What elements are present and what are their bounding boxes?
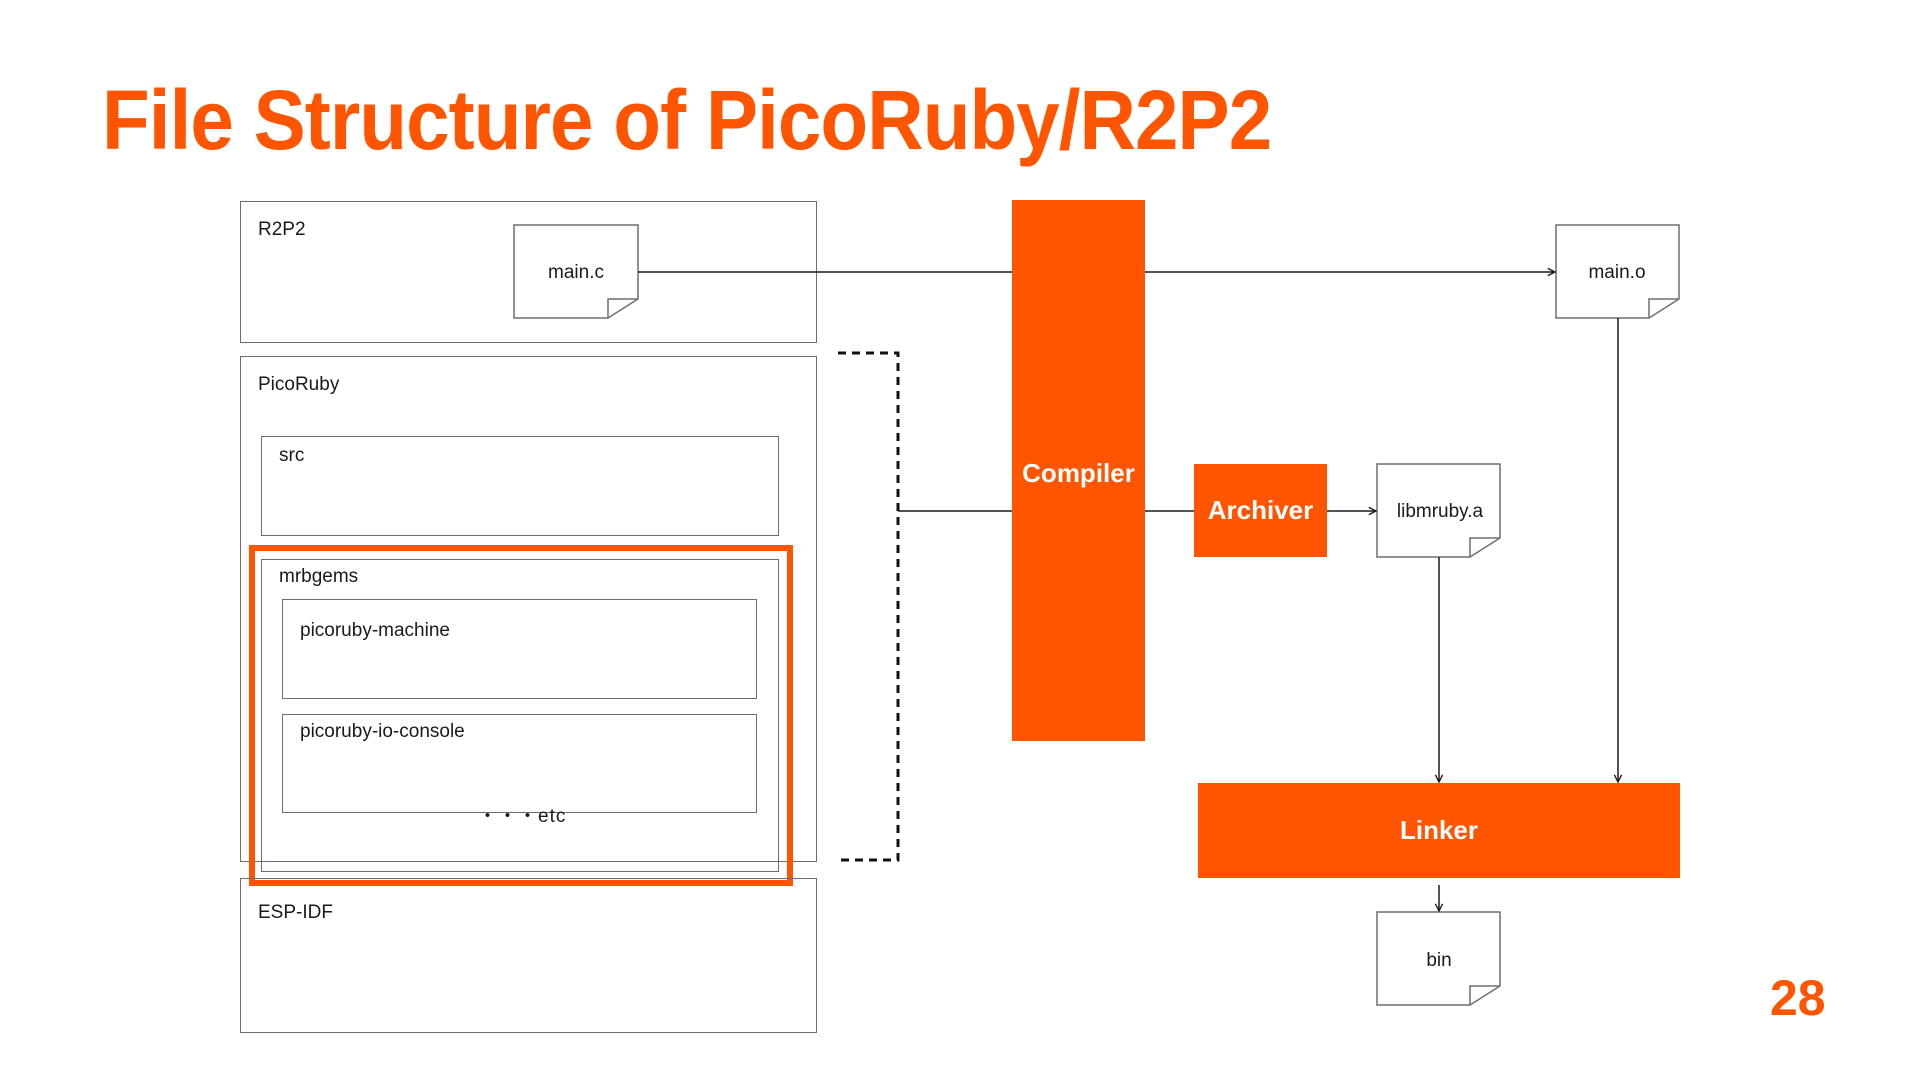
main-c-label: main.c bbox=[548, 262, 604, 283]
mrbgem-item bbox=[282, 599, 757, 699]
esp-idf-label: ESP-IDF bbox=[258, 902, 333, 923]
src-folder bbox=[261, 436, 779, 536]
linker-block: Linker bbox=[1198, 783, 1680, 878]
main-c-file-icon bbox=[513, 224, 639, 319]
esp-idf-folder bbox=[240, 878, 817, 1033]
compiler-label: Compiler bbox=[1022, 458, 1135, 488]
mrbgem-item-label: picoruby-machine bbox=[300, 620, 450, 641]
bin-file-icon bbox=[1376, 911, 1501, 1006]
mrbgems-more-label: ・・・etc bbox=[478, 806, 567, 827]
main-o-file-icon bbox=[1555, 224, 1680, 319]
archiver-block: Archiver bbox=[1194, 464, 1327, 557]
linker-label: Linker bbox=[1399, 815, 1479, 845]
libmruby-label: libmruby.a bbox=[1397, 501, 1484, 522]
libmruby-file-icon bbox=[1376, 463, 1501, 558]
compiler-block: Compiler bbox=[1012, 200, 1145, 741]
picoruby-label: PicoRuby bbox=[258, 374, 340, 395]
mrbgems-label: mrbgems bbox=[279, 566, 359, 587]
picoruby-bracket bbox=[838, 351, 900, 862]
archiver-label: Archiver bbox=[1207, 495, 1314, 525]
r2p2-label: R2P2 bbox=[258, 219, 306, 240]
page-number: 28 bbox=[1770, 970, 1826, 1026]
mrbgem-item bbox=[282, 714, 757, 813]
mrbgems-folder bbox=[261, 559, 779, 872]
picoruby-folder bbox=[240, 356, 817, 862]
src-label: src bbox=[279, 445, 305, 466]
slide-title: File Structure of PicoRuby/R2P2 bbox=[102, 73, 1272, 167]
mrbgems-highlight bbox=[249, 545, 793, 886]
main-o-label: main.o bbox=[1588, 262, 1645, 283]
bin-label: bin bbox=[1426, 950, 1451, 971]
mrbgem-item-label: picoruby-io-console bbox=[300, 721, 465, 742]
